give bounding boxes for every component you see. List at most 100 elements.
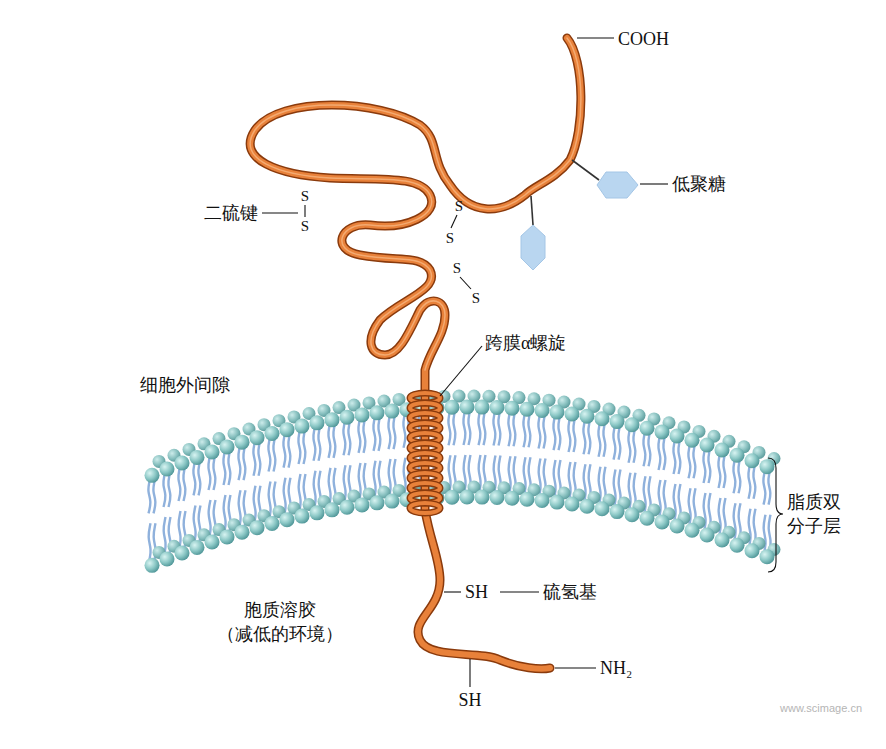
part-label: 低聚糖 [672, 172, 726, 196]
lipid-head [460, 400, 475, 415]
lipid-tail [258, 444, 260, 476]
lipid-head [655, 424, 670, 439]
lipid-tail [363, 421, 365, 453]
lipid-head [385, 404, 400, 419]
lipid-tail [483, 413, 485, 445]
lipid-head [580, 499, 595, 514]
lipid-tail [213, 458, 215, 490]
lipid-tail [303, 432, 305, 464]
lipid-tail [178, 469, 180, 501]
part-label: 二硫键 [204, 201, 258, 225]
lipid-head [205, 534, 220, 549]
lipid-head [445, 400, 460, 415]
lipid-tail [618, 428, 620, 460]
lipid-tail [153, 481, 155, 513]
lipid-tail [179, 511, 181, 547]
lipid-head [685, 523, 700, 538]
lipid-tail [633, 431, 635, 463]
disulfide-bond [460, 277, 471, 289]
lipid-tail [273, 440, 275, 472]
chain-body [250, 38, 581, 669]
lipid-tail [768, 473, 770, 505]
lipid-tail [493, 413, 495, 445]
sulfur-atom: S [301, 216, 309, 236]
lipid-head [700, 437, 715, 452]
lipid-tail [478, 413, 480, 445]
lipid-tail [733, 461, 735, 493]
region-label: 细胞外间隙 [140, 373, 230, 397]
lipid-head [235, 435, 250, 450]
lipid-tail [738, 461, 740, 493]
lipid-head [550, 495, 565, 510]
lipid-head [670, 518, 685, 533]
leader-line [577, 37, 614, 38]
lipid-head [730, 538, 745, 553]
lipid-head [220, 439, 235, 454]
lipid-tail [528, 415, 530, 447]
lipid-tail [643, 434, 645, 466]
lipid-head [220, 529, 235, 544]
lipid-head [625, 507, 640, 522]
lipid-head [760, 459, 775, 474]
lipid-tail [718, 456, 720, 488]
lipid-tail [468, 413, 470, 445]
lipid-head [730, 448, 745, 463]
lipid-tail [583, 422, 585, 454]
sugar-link [531, 196, 533, 225]
leader-line [262, 212, 298, 213]
lipid-head [505, 401, 520, 416]
lipid-head [295, 509, 310, 524]
disulfide-bond [304, 205, 305, 217]
lipid-head [160, 552, 175, 567]
lipid-tail [149, 523, 151, 559]
sulfur-atom: S [455, 196, 463, 216]
lipid-head [535, 493, 550, 508]
lipid-tail [763, 473, 765, 505]
lipid-tail [658, 438, 660, 470]
lipid-head [175, 546, 190, 561]
lipid-tail [628, 431, 630, 463]
lipid-tail [183, 469, 185, 501]
lipid-head [685, 433, 700, 448]
lipid-tail [393, 417, 395, 449]
lipid-tail [693, 446, 695, 478]
lipid-tail [318, 429, 320, 461]
lipid-head [370, 495, 385, 510]
lipid-head [460, 490, 475, 505]
part-label: 脂质双 分子层 [787, 490, 849, 539]
lipid-head [145, 468, 160, 483]
lipid-tail [253, 444, 255, 476]
lipid-head [145, 558, 160, 573]
lipid-tail [663, 438, 665, 470]
lipid-tail [403, 416, 405, 448]
lipid-tail [288, 436, 290, 468]
bilayer-bracket [768, 458, 783, 572]
group-label: SH [465, 580, 488, 604]
lipid-head [280, 512, 295, 527]
helix-turn [410, 503, 440, 513]
lipid-head [385, 494, 400, 509]
lipid-head [700, 527, 715, 542]
lipid-tail [388, 417, 390, 449]
lipid-tail [543, 417, 545, 449]
sulfur-atom: S [446, 228, 454, 248]
lipid-tail [208, 458, 210, 490]
leader-line [640, 183, 668, 184]
lipid-tail [378, 419, 380, 451]
lipid-head [745, 453, 760, 468]
lipid-head [640, 511, 655, 526]
leader-lines [262, 38, 783, 687]
lipid-head [340, 410, 355, 425]
lipid-head [310, 415, 325, 430]
lipid-tail [538, 417, 540, 449]
region-label: 胞质溶胶 （减低的环境） [205, 598, 355, 647]
lipid-head [265, 516, 280, 531]
lipid-tail [348, 423, 350, 455]
lipid-head [490, 490, 505, 505]
lipid-tail [513, 414, 515, 446]
leader-line [444, 591, 461, 592]
sugar-link [572, 160, 599, 180]
lipid-head [340, 500, 355, 515]
lipid-tail [553, 418, 555, 450]
lipid-head [625, 417, 640, 432]
